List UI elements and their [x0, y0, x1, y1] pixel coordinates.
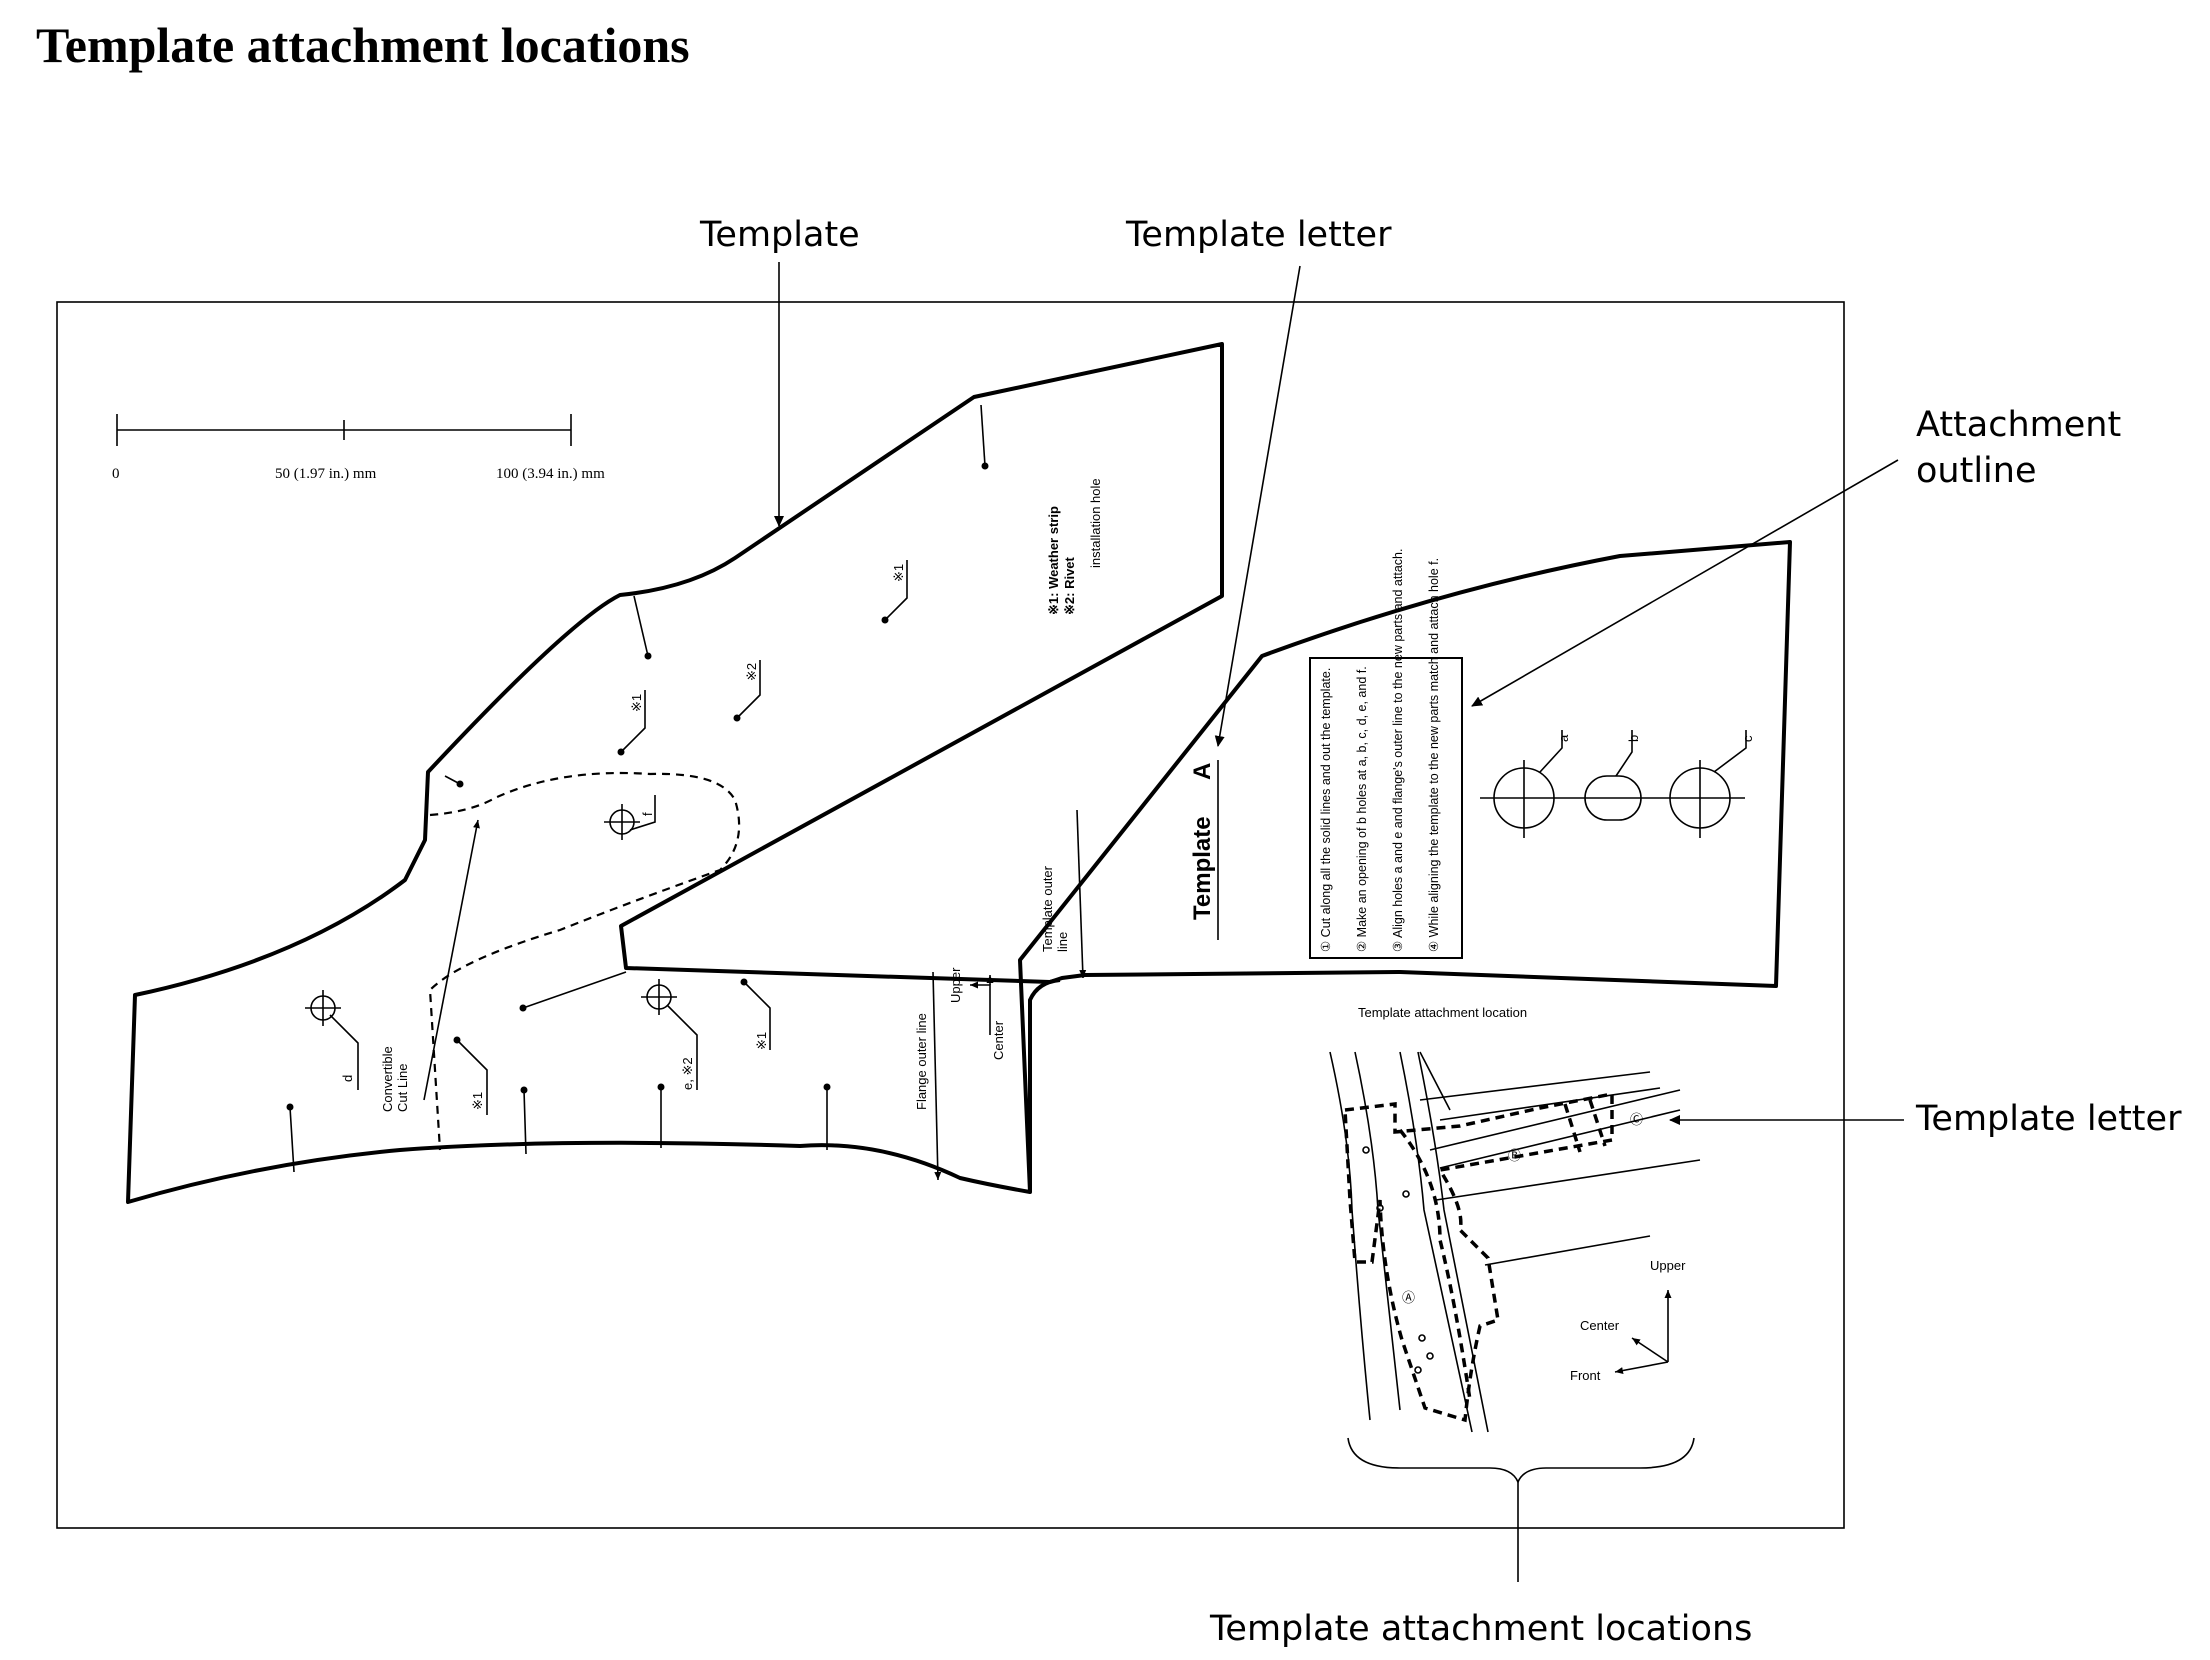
scale-bar: 0 50 (1.97 in.) mm 100 (3.94 in.) mm	[112, 414, 605, 482]
instruction-1: ① Cut along all the solid lines and out …	[1319, 668, 1333, 952]
mark-weather-strip-2: ※1	[629, 694, 644, 712]
instruction-2: ② Make an opening of b holes at a, b, c,…	[1355, 666, 1369, 952]
orientation-arrows-inset: Upper Center Front	[1570, 1258, 1686, 1383]
mark-e-rivet: e, ※2	[680, 1057, 695, 1090]
inset-brace	[1347, 1437, 1695, 1485]
legend-note: ※1: Weather strip ※2: Rivet	[1046, 502, 1077, 615]
inset-dashed-divider-2	[1588, 1099, 1607, 1147]
hole-e: e, ※2	[641, 979, 698, 1090]
label-template-outer-line: Template outer line	[1040, 862, 1070, 952]
instruction-3: ③ Align holes a and e and flange's outer…	[1391, 549, 1405, 952]
orientation-arrows-main: Upper Center	[948, 967, 1006, 1060]
inset-label-center: Center	[1580, 1318, 1620, 1333]
callout-attachment-outline-line2: outline	[1916, 451, 2036, 491]
page-title: Template attachment locations	[36, 17, 690, 73]
scale-mid: 50 (1.97 in.) mm	[275, 466, 377, 482]
template-outline	[126, 342, 1792, 1204]
inset-dashed-divider-1	[1563, 1103, 1582, 1153]
mark-weather-strip-4: ※1	[754, 1032, 769, 1050]
label-convertible-cut-line: Convertible Cut Line	[380, 1043, 410, 1112]
inset-title: Template attachment location	[1358, 1005, 1527, 1020]
hole-markers	[286, 404, 989, 1173]
sheet-border	[56, 301, 1845, 1529]
legend-note-line3: installation hole	[1088, 478, 1103, 568]
mark-weather-strip-3: ※1	[470, 1092, 485, 1110]
template-letter: A	[1189, 763, 1216, 780]
callout-template-letter-top-leader	[1214, 265, 1301, 747]
mark-f: f	[640, 812, 655, 816]
callout-template-attachment-locations: Template attachment locations	[1209, 1609, 1752, 1649]
mark-rivet-1: ※2	[744, 663, 759, 681]
inset-holes	[1362, 1146, 1434, 1374]
flange-outer-line-leader	[932, 971, 942, 1181]
mark-a: a	[1556, 734, 1571, 742]
attachment-holes: a b c	[1480, 730, 1755, 838]
template-outer-line	[1028, 978, 1061, 1192]
inset-drawing	[1329, 1051, 1701, 1433]
convertible-cut-line-leader	[423, 819, 480, 1101]
inset-label-upper: Upper	[1650, 1258, 1686, 1273]
inset-letter-a: Ⓐ	[1402, 1290, 1415, 1305]
callout-attachment-outline-line1: Attachment	[1916, 405, 2121, 445]
callout-template-letter-top: Template letter	[1125, 215, 1392, 255]
template-outer-line-leader	[1076, 809, 1087, 979]
label-flange-outer-line: Flange outer line	[914, 1013, 929, 1110]
template-name: Template	[1189, 816, 1216, 920]
inset-dashed-outline	[1343, 1091, 1614, 1423]
instructions: ① Cut along all the solid lines and out …	[1319, 549, 1441, 952]
mark-d: d	[340, 1075, 355, 1082]
scale-zero: 0	[112, 466, 120, 482]
scale-end: 100 (3.94 in.) mm	[496, 466, 605, 482]
label-center-main: Center	[991, 1020, 1006, 1060]
inset-dashed-inner	[1398, 1128, 1472, 1401]
hole-d: d	[305, 990, 359, 1090]
label-upper-main: Upper	[948, 967, 963, 1003]
weather-strip-marks: ※1 ※2 ※1 ※1 ※1	[453, 560, 908, 1115]
callout-attachment-outline: Attachment outline	[1916, 405, 2132, 491]
mark-b: b	[1626, 735, 1641, 742]
instruction-4: ④ While aligning the template to the new…	[1427, 558, 1441, 952]
hole-f: f	[604, 795, 656, 840]
inset-letter-c: Ⓒ	[1630, 1112, 1643, 1127]
mark-weather-strip-1: ※1	[891, 564, 906, 582]
inset-label-front: Front	[1570, 1368, 1601, 1383]
mark-c: c	[1740, 735, 1755, 742]
callout-attachment-outline-leader	[1471, 459, 1899, 707]
callout-template-letter-right: Template letter	[1915, 1099, 2182, 1139]
convertible-cut-line	[428, 771, 741, 1151]
inset-letter-b: Ⓑ	[1508, 1148, 1521, 1163]
instructions-box	[1309, 657, 1463, 959]
callout-template: Template	[699, 215, 860, 255]
